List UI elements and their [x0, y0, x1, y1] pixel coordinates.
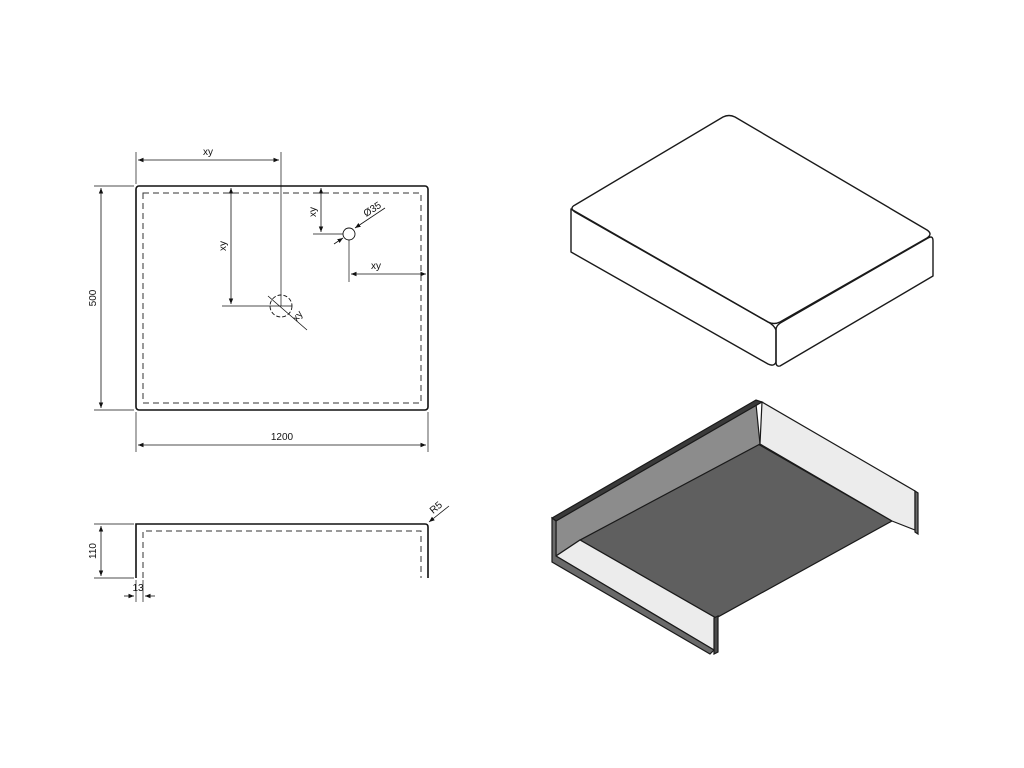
side-height-label: 110	[88, 543, 99, 559]
hole-offset-x-label: xy	[203, 147, 213, 158]
side-view: 110 13 R5	[88, 499, 450, 602]
slab-front-face	[570, 208, 777, 366]
hole-diameter-label: Ø35	[362, 200, 384, 220]
slab-top-face	[571, 114, 931, 325]
small-hole	[342, 227, 356, 241]
shell-right-wall-inner	[759, 400, 916, 531]
diameter-leader	[354, 207, 386, 229]
height-dim-label: 500	[88, 289, 99, 306]
width-dim-label: 1200	[271, 432, 294, 443]
side-view-hidden-outline	[142, 530, 422, 578]
slab-right-face	[775, 236, 934, 367]
hole-diag-label: xy	[291, 309, 306, 324]
hole-offset-y-label: xy	[218, 241, 229, 251]
small-hole-offset-x-label: xy	[371, 261, 381, 272]
side-view-outline	[135, 523, 429, 578]
top-view: 1200 500 xy xy xy xy xy Ø35	[88, 147, 429, 452]
radius-leader	[428, 505, 450, 523]
shell-right-wall-edge	[914, 489, 919, 536]
shell-front-wall-end	[713, 615, 719, 655]
radius-label: R5	[428, 499, 445, 516]
top-view-outline	[135, 185, 429, 411]
side-thickness-label: 13	[132, 583, 144, 594]
iso-view-under-shell	[550, 399, 919, 655]
small-hole-offset-y-label: xy	[308, 207, 319, 217]
iso-view-top-slab	[570, 114, 934, 367]
top-view-hidden-outline	[142, 192, 422, 404]
